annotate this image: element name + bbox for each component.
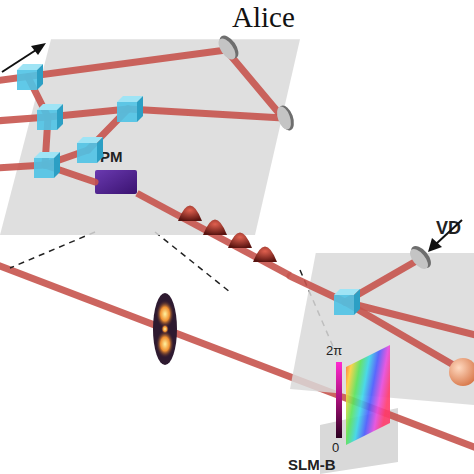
beam-splitter-cube (77, 137, 103, 163)
beam-splitter-cube (37, 104, 63, 130)
light-pulse (253, 247, 277, 263)
cube-side (57, 104, 63, 130)
beam (0, 165, 45, 168)
beam (88, 109, 128, 150)
beam (290, 276, 345, 302)
cube-front (17, 70, 37, 90)
beam (45, 165, 95, 182)
cube-top (37, 104, 63, 110)
beam-splitter-cube (17, 64, 43, 90)
zoom-line (155, 232, 230, 292)
cube-front (77, 143, 97, 163)
beam (345, 302, 462, 370)
beam (0, 117, 48, 121)
node-outline (95, 170, 137, 194)
beam (226, 50, 283, 118)
mode-pattern (153, 293, 177, 365)
scale-label: 0 (332, 440, 339, 455)
device-label: SLM-B (288, 457, 336, 474)
cube-side (54, 152, 60, 178)
light-pulse (228, 233, 252, 249)
cube-side (354, 289, 360, 315)
party-name: Alice (232, 2, 295, 34)
detector-sphere (449, 358, 474, 386)
beam (345, 302, 474, 336)
device-label: PM (100, 149, 123, 166)
modulator-body (95, 170, 137, 194)
cube-side (97, 137, 103, 163)
beam (345, 260, 418, 302)
cube-top (77, 137, 103, 143)
beam-connector (137, 193, 290, 275)
cube-top (34, 152, 60, 158)
light-pulse (203, 220, 227, 236)
mirror-face (274, 105, 293, 132)
cube-top (17, 64, 43, 70)
cube-front (117, 102, 137, 122)
cube-front (37, 110, 57, 130)
mirror (274, 103, 297, 132)
mirror-back (216, 32, 242, 61)
table-plane (0, 39, 300, 235)
slm-panel (346, 345, 390, 445)
mode-lobe (161, 324, 169, 334)
mode-lobe (156, 300, 174, 328)
cube-front (34, 158, 54, 178)
beam (45, 150, 88, 165)
phase-color-bar (336, 362, 342, 438)
zoom-line (10, 232, 95, 268)
scale-label: 2π (326, 343, 342, 358)
mirror-face (215, 36, 239, 63)
beam (0, 50, 226, 81)
node-outline (330, 345, 390, 445)
mode-ellipse (153, 293, 177, 365)
beam-splitter-cube (117, 96, 143, 122)
mode-lobe (156, 330, 174, 358)
beam (128, 109, 283, 118)
beam (48, 109, 128, 117)
device-label: VD (436, 219, 461, 239)
beam-splitter-cube (334, 289, 360, 315)
delay-arrow (436, 220, 462, 244)
optical-table: AlicePM (0, 10, 300, 235)
arrow-head (428, 238, 442, 252)
cube-top (117, 96, 143, 102)
motion-arrow (2, 50, 36, 72)
mirror (215, 32, 242, 62)
cube-top (334, 289, 360, 295)
beam-splitter-cube (34, 152, 60, 178)
node-outline (0, 10, 300, 235)
mirror-back (407, 243, 434, 272)
cube-side (37, 64, 43, 90)
phase-modulator: PM (95, 170, 137, 194)
mirror (407, 243, 435, 273)
light-pulse (178, 206, 202, 222)
beam (28, 77, 48, 117)
spatial-light-modulator: SLM-B (330, 345, 390, 445)
beam (45, 117, 48, 165)
cube-front (334, 295, 354, 315)
mirror-face (407, 246, 432, 272)
arrow-head (31, 43, 46, 55)
mirror-back (275, 103, 297, 132)
cube-side (137, 96, 143, 122)
beam-group (0, 50, 474, 370)
